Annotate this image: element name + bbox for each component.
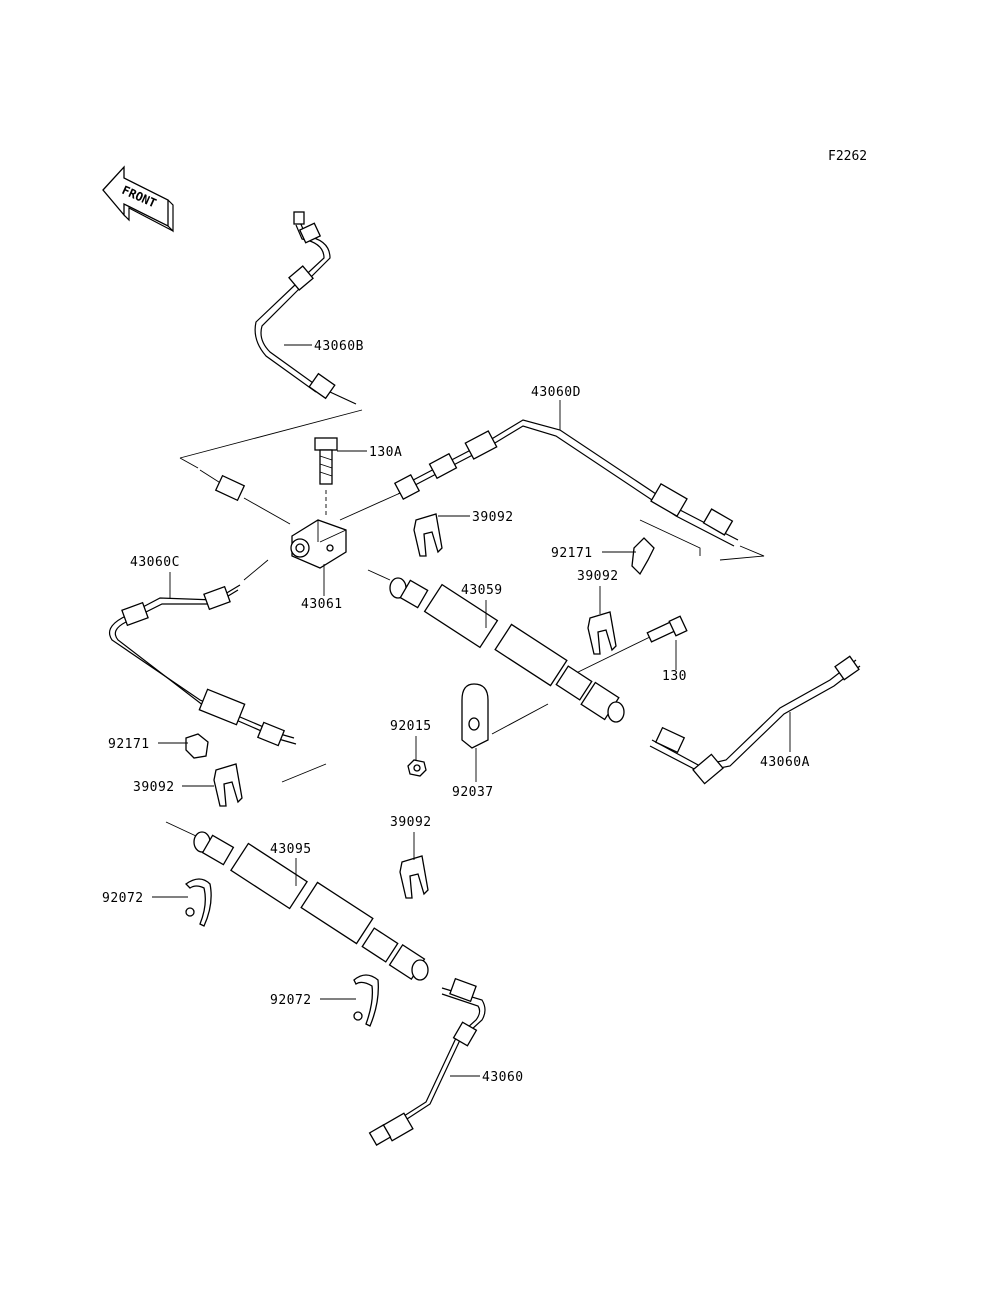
svg-text:130A: 130A <box>369 445 402 460</box>
svg-text:39092: 39092 <box>133 780 175 795</box>
callout-92171-a: 92171 <box>551 546 636 561</box>
svg-text:39092: 39092 <box>390 815 432 830</box>
callout-92037: 92037 <box>452 748 494 800</box>
brake-line-43060 <box>368 977 486 1146</box>
bolt-130 <box>646 615 688 643</box>
svg-text:92171: 92171 <box>551 546 593 561</box>
svg-text:43060: 43060 <box>482 1070 524 1085</box>
svg-text:92072: 92072 <box>102 891 144 906</box>
callout-92072-a: 92072 <box>102 891 188 906</box>
svg-text:43060B: 43060B <box>314 339 364 354</box>
brake-line-43060b <box>254 211 357 405</box>
svg-text:92037: 92037 <box>452 785 494 800</box>
svg-text:43059: 43059 <box>461 583 503 598</box>
svg-text:92171: 92171 <box>108 737 150 752</box>
callout-43059: 43059 <box>461 583 503 628</box>
svg-text:39092: 39092 <box>472 510 514 525</box>
callout-39092-a: 39092 <box>438 510 514 525</box>
junction-block-43061 <box>290 519 347 569</box>
callout-43061: 43061 <box>301 564 343 612</box>
svg-text:43060C: 43060C <box>130 555 180 570</box>
svg-text:39092: 39092 <box>577 569 619 584</box>
clip-92171-right <box>631 537 655 576</box>
nut-92015 <box>407 759 427 777</box>
clip-92171-left <box>185 733 209 759</box>
brake-hose-43095 <box>193 831 429 981</box>
svg-text:43060A: 43060A <box>760 755 810 770</box>
bolt-130a <box>314 437 338 516</box>
callout-39092-b: 39092 <box>577 569 619 614</box>
clip-39092-lower <box>399 855 429 899</box>
brake-line-43060c <box>109 584 297 747</box>
callout-43095: 43095 <box>270 842 312 886</box>
leader-lines <box>165 409 765 837</box>
callout-92171-b: 92171 <box>108 737 188 752</box>
callout-39092-d: 39092 <box>390 815 432 860</box>
callout-43060b: 43060B <box>284 339 364 354</box>
svg-text:43060D: 43060D <box>531 385 581 400</box>
band-92072-left <box>184 878 212 927</box>
band-92072-right <box>353 974 379 1027</box>
figure-code: F2262 <box>828 149 867 164</box>
clip-39092-lower-left <box>213 763 243 807</box>
svg-text:43095: 43095 <box>270 842 312 857</box>
brake-line-43060d <box>393 419 739 547</box>
callout-43060d: 43060D <box>531 385 581 430</box>
brake-line-43060a <box>649 655 861 785</box>
clip-39092-upper <box>413 513 443 557</box>
svg-text:43061: 43061 <box>301 597 343 612</box>
callout-92015: 92015 <box>390 719 432 760</box>
callout-43060a: 43060A <box>760 712 810 770</box>
callout-43060: 43060 <box>450 1070 524 1085</box>
callout-130: 130 <box>662 640 687 684</box>
front-arrow-icon: FRONT <box>102 165 174 233</box>
callout-130a: 130A <box>337 445 402 460</box>
fitting-left <box>199 469 291 525</box>
callout-43060c: 43060C <box>130 555 180 598</box>
brake-hose-43059 <box>389 577 625 723</box>
clamp-92037 <box>461 683 489 749</box>
svg-text:130: 130 <box>662 669 687 684</box>
clip-39092-middle <box>587 611 617 655</box>
svg-text:92072: 92072 <box>270 993 312 1008</box>
callout-92072-b: 92072 <box>270 993 356 1008</box>
callout-39092-c: 39092 <box>133 780 214 795</box>
svg-text:92015: 92015 <box>390 719 432 734</box>
